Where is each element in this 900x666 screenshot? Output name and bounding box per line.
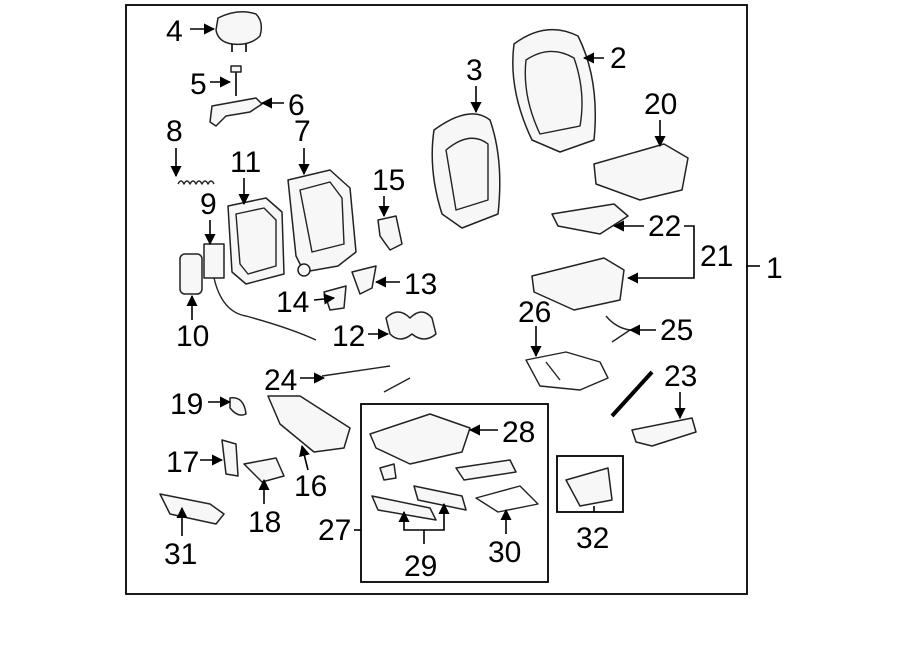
- callout-8: 8: [166, 115, 183, 148]
- part-sensor-wire: [605, 315, 631, 343]
- part-trim-18: [243, 457, 285, 483]
- callout-24: 24: [264, 364, 297, 397]
- callout-14: 14: [276, 286, 309, 319]
- callout-28: 28: [502, 416, 535, 449]
- part-track-29a: [371, 495, 437, 521]
- callout-2: 2: [610, 42, 627, 75]
- part-track-30: [475, 485, 539, 513]
- callout-15: 15: [372, 164, 405, 197]
- callout-31: 31: [164, 538, 197, 571]
- part-adjuster: [369, 413, 471, 465]
- callout-9: 9: [200, 188, 217, 221]
- callout-23: 23: [664, 360, 697, 393]
- part-cover-15: [377, 215, 403, 251]
- part-actuator-rod: [610, 370, 654, 418]
- part-trim-13: [351, 265, 377, 295]
- part-cushion-cover: [593, 143, 689, 201]
- part-rail-24: [321, 365, 411, 393]
- callout-21: 21: [700, 240, 733, 273]
- callout-26: 26: [518, 296, 551, 329]
- callout-11: 11: [230, 146, 261, 179]
- part-cover-32: [565, 467, 613, 507]
- main-frame: [125, 4, 748, 595]
- callout-13: 13: [404, 268, 437, 301]
- callout-22: 22: [648, 210, 681, 243]
- callout-20: 20: [644, 88, 677, 121]
- callout-17: 17: [166, 446, 199, 479]
- callout-7: 7: [294, 115, 311, 148]
- callout-6: 6: [288, 89, 305, 122]
- part-seatback-frame: [287, 169, 357, 277]
- callout-3: 3: [466, 54, 483, 87]
- part-switch: [203, 243, 225, 279]
- callout-25: 25: [660, 314, 693, 347]
- callout-10: 10: [176, 320, 209, 353]
- part-side-trim-23: [631, 417, 697, 447]
- part-knob: [229, 397, 247, 416]
- part-harness-cable: [213, 277, 317, 341]
- callout-1: 1: [766, 252, 783, 285]
- part-rail-cover-31: [159, 493, 225, 525]
- part-trim-17: [221, 439, 239, 477]
- callout-32: 32: [576, 522, 609, 555]
- part-wire-harness: [525, 351, 609, 391]
- callout-18: 18: [248, 506, 281, 539]
- part-spring: [177, 180, 215, 185]
- part-seatback-panel: [227, 197, 285, 285]
- callout-labels: 4 5 6 8 11 7 9 10 15 13 14 12 3 2 20 22 …: [164, 15, 783, 583]
- part-back-cover: [431, 113, 501, 229]
- leader-lines: [170, 23, 760, 544]
- callout-29: 29: [404, 550, 437, 583]
- part-clip: [379, 463, 397, 481]
- part-side-shield: [267, 395, 351, 453]
- callout-12: 12: [332, 320, 365, 353]
- part-cushion-pad: [551, 203, 629, 235]
- inset-frame-32: [556, 455, 624, 513]
- part-headrest-guide: [230, 65, 242, 96]
- callout-5: 5: [190, 68, 207, 101]
- part-track-bracket: [455, 459, 517, 481]
- part-headrest: [215, 11, 263, 52]
- part-lumbar-motor: [385, 311, 437, 340]
- inset-frame-track: [360, 403, 549, 583]
- callout-16: 16: [294, 470, 327, 503]
- callout-4: 4: [166, 15, 183, 48]
- part-lumbar-pad: [179, 253, 203, 295]
- part-bracket: [209, 97, 263, 127]
- callout-27: 27: [318, 514, 351, 547]
- callout-30: 30: [488, 536, 521, 569]
- part-back-trim: [512, 28, 597, 153]
- callout-19: 19: [170, 388, 203, 421]
- part-track-29b: [413, 485, 467, 511]
- part-cushion: [531, 257, 625, 311]
